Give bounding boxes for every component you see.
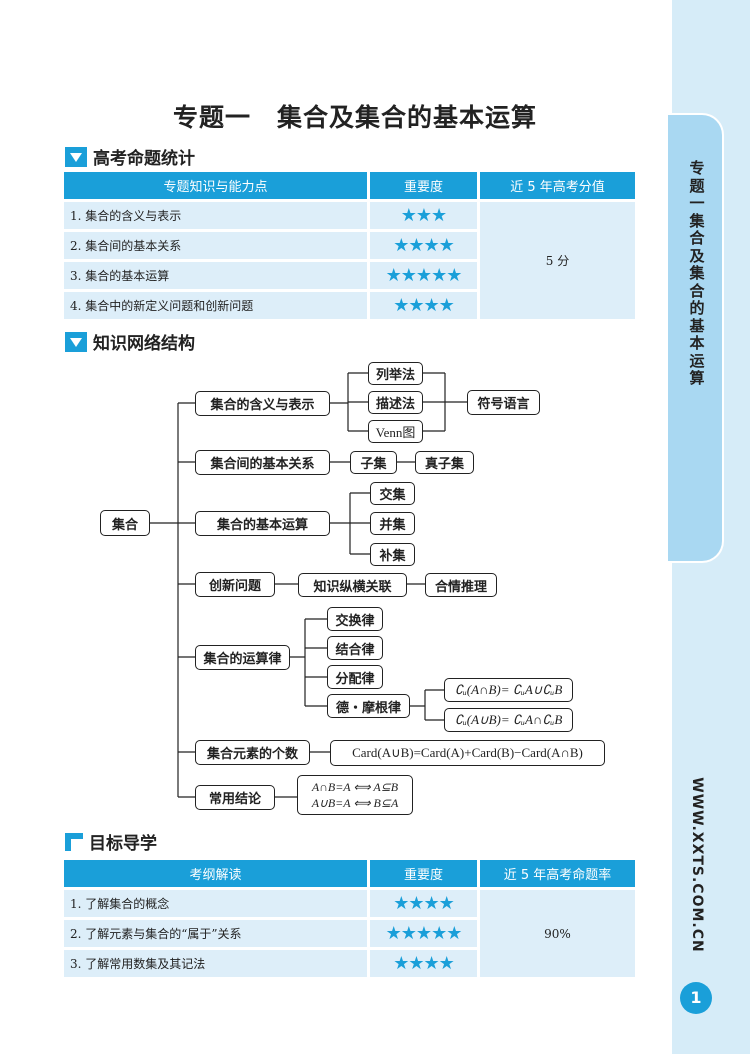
- node-relations: 集合间的基本关系: [195, 450, 330, 475]
- cell-item: 4. 集合中的新定义问题和创新问题: [64, 292, 367, 319]
- star-rating: ★★★★★: [370, 262, 477, 289]
- node-intersection: 交集: [370, 482, 415, 505]
- diagram-connectors: [150, 372, 467, 798]
- page-number: 1: [680, 982, 712, 1014]
- node-de-morgan: 德・摩根律: [327, 694, 410, 718]
- cell-item: 3. 集合的基本运算: [64, 262, 367, 289]
- table-row: 3. 集合的基本运算★★★★★: [64, 262, 635, 289]
- col-header: 近 5 年高考命题率: [480, 860, 635, 887]
- cell-item: 3. 了解常用数集及其记法: [64, 950, 367, 977]
- node-symbolic: 符号语言: [467, 390, 540, 415]
- node-distributive: 分配律: [327, 665, 383, 689]
- star-rating: ★★★★: [370, 232, 477, 259]
- section-heading-goals: 目标导学: [65, 829, 157, 854]
- node-description: 描述法: [368, 391, 423, 414]
- table-row: 4. 集合中的新定义问题和创新问题★★★★: [64, 292, 635, 319]
- col-header: 重要度: [370, 172, 477, 199]
- formula-de-morgan-2: ∁ᵤ(A∪B)= ∁ᵤA∩∁ᵤB: [444, 708, 573, 732]
- cell-item: 1. 集合的含义与表示: [64, 202, 367, 229]
- col-header: 近 5 年高考分值: [480, 172, 635, 199]
- table-header: 专题知识与能力点重要度近 5 年高考分值: [64, 172, 635, 199]
- node-listing: 列举法: [368, 362, 423, 385]
- conclusion-1: A∩B=A ⟺ A⊆B: [311, 780, 399, 794]
- stats-table: 专题知识与能力点重要度近 5 年高考分值 1. 集合的含义与表示★★★5 分 2…: [61, 169, 638, 322]
- star-rating: ★★★★: [370, 950, 477, 977]
- triangle-icon: [65, 331, 87, 352]
- cell-item: 2. 了解元素与集合的“属于”关系: [64, 920, 367, 947]
- table-row: 2. 了解元素与集合的“属于”关系★★★★★: [64, 920, 635, 947]
- chapter-tab-label: 专题一 集合及集合的基本运算: [689, 159, 705, 387]
- node-commutative: 交换律: [327, 607, 383, 631]
- node-conclusions: 常用结论: [195, 785, 275, 810]
- node-definition: 集合的含义与表示: [195, 391, 330, 416]
- node-cardinality: 集合元素的个数: [195, 740, 310, 765]
- col-header: 重要度: [370, 860, 477, 887]
- formula-cardinality: Card(A∪B)=Card(A)+Card(B)−Card(A∩B): [330, 740, 605, 766]
- conclusion-2: A∪B=A ⟺ B⊆A: [311, 796, 399, 810]
- section-heading-stats: 高考命题统计: [65, 144, 195, 169]
- conclusions-box: A∩B=A ⟺ A⊆B A∪B=A ⟺ B⊆A: [297, 775, 413, 815]
- triangle-icon: [65, 146, 87, 167]
- node-union: 并集: [370, 512, 415, 535]
- node-proper-subset: 真子集: [415, 451, 474, 474]
- table-row: 2. 集合间的基本关系★★★★: [64, 232, 635, 259]
- star-rating: ★★★: [370, 202, 477, 229]
- corner-icon: [65, 832, 83, 851]
- heading-text: 目标导学: [89, 834, 157, 854]
- cell-item: 2. 集合间的基本关系: [64, 232, 367, 259]
- table-row: 3. 了解常用数集及其记法★★★★: [64, 950, 635, 977]
- col-header: 专题知识与能力点: [64, 172, 367, 199]
- node-subset: 子集: [350, 451, 397, 474]
- cell-item: 1. 了解集合的概念: [64, 890, 367, 917]
- node-complement: 补集: [370, 543, 415, 566]
- node-operations: 集合的基本运算: [195, 511, 330, 536]
- page-title: 专题一 集合及集合的基本运算: [172, 103, 537, 132]
- website-url: WWW.XXTS.COM.CN: [689, 777, 705, 953]
- node-reasoning: 合情推理: [425, 573, 497, 597]
- table-row: 1. 集合的含义与表示★★★5 分: [64, 202, 635, 319]
- chapter-tab: [668, 113, 724, 563]
- node-root: 集合: [100, 510, 150, 536]
- heading-text: 知识网络结构: [93, 334, 195, 354]
- table-header: 考纲解读重要度近 5 年高考命题率: [64, 860, 635, 887]
- table-row: 1. 了解集合的概念★★★★90%: [64, 890, 635, 977]
- node-innovation: 创新问题: [195, 572, 275, 597]
- node-venn: Venn图: [368, 420, 423, 443]
- node-knowledge-links: 知识纵横关联: [298, 573, 407, 597]
- rate-value: 90%: [480, 890, 635, 977]
- node-associative: 结合律: [327, 636, 383, 660]
- goals-table: 考纲解读重要度近 5 年高考命题率 1. 了解集合的概念★★★★90% 2. 了…: [61, 857, 638, 980]
- node-laws: 集合的运算律: [195, 645, 290, 670]
- star-rating: ★★★★: [370, 890, 477, 917]
- section-heading-network: 知识网络结构: [65, 329, 195, 354]
- formula-de-morgan-1: ∁ᵤ(A∩B)= ∁ᵤA∪∁ᵤB: [444, 678, 573, 702]
- score-value: 5 分: [480, 202, 635, 319]
- col-header: 考纲解读: [64, 860, 367, 887]
- heading-text: 高考命题统计: [93, 149, 195, 169]
- star-rating: ★★★★★: [370, 920, 477, 947]
- star-rating: ★★★★: [370, 292, 477, 319]
